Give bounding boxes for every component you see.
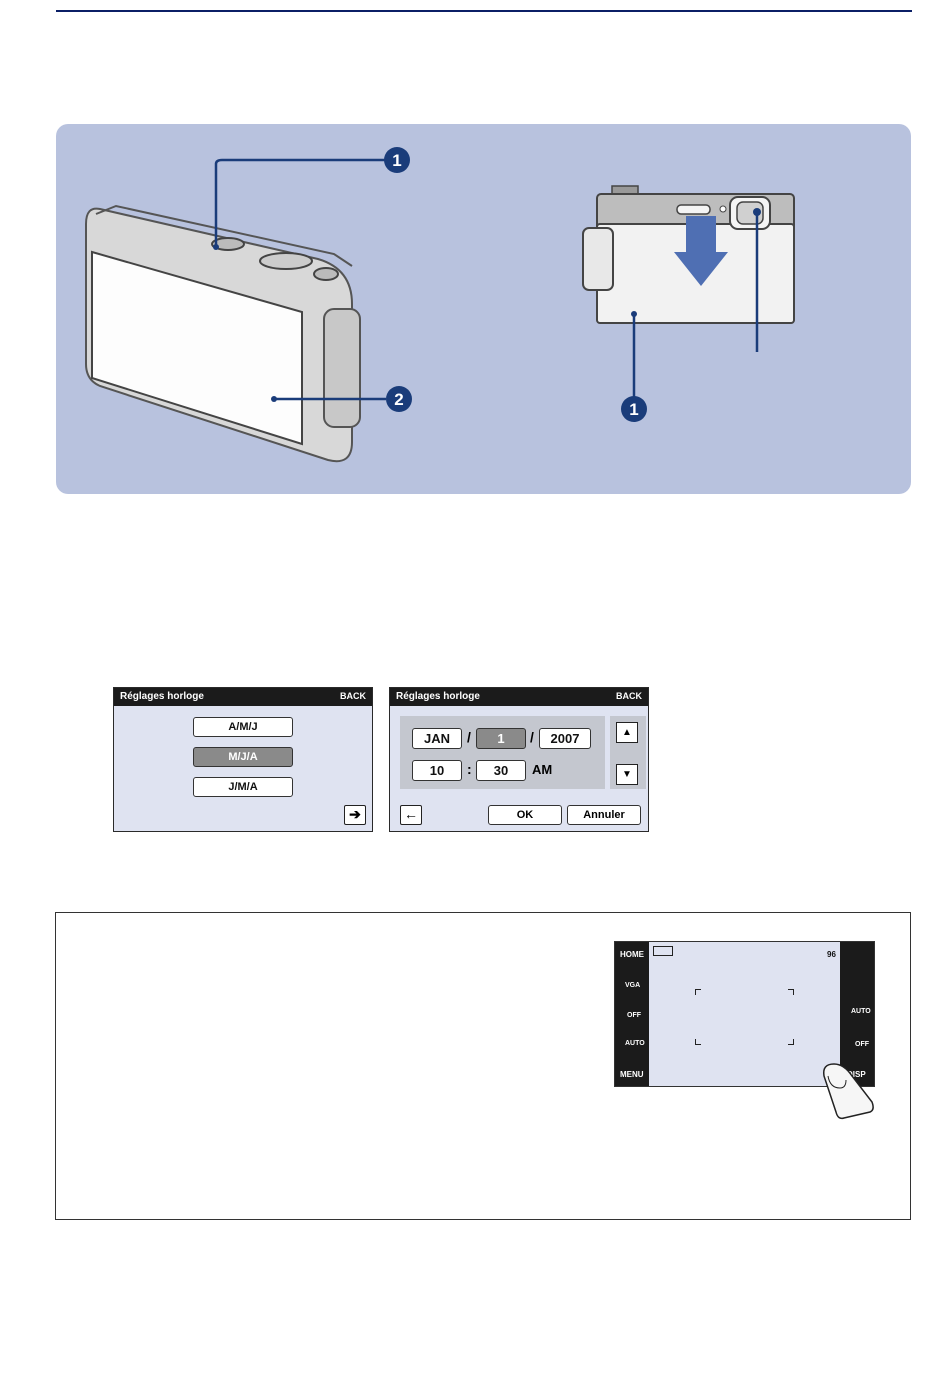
format-option-ymd[interactable]: A/M/J	[193, 717, 293, 737]
screen-title: Réglages horloge	[396, 691, 480, 702]
date-time-screen: Réglages horloge BACK JAN / 1 / 2007 10 …	[389, 687, 649, 832]
camera-front-view	[583, 186, 794, 323]
home-button[interactable]: HOME	[620, 950, 644, 959]
back-button[interactable]: BACK	[616, 691, 642, 701]
down-arrow-button[interactable]: ▼	[616, 764, 638, 785]
camera-back-view	[86, 206, 360, 461]
camera-illustration-panel: 1 2 1	[56, 124, 911, 494]
day-field[interactable]: 1	[476, 728, 526, 749]
hour-field[interactable]: 10	[412, 760, 462, 781]
up-arrow-button[interactable]: ▲	[616, 722, 638, 743]
remaining-shots: 96	[827, 950, 836, 959]
back-button[interactable]: BACK	[340, 691, 366, 701]
date-separator: /	[530, 729, 534, 745]
image-size-button[interactable]: VGA	[625, 982, 640, 989]
top-rule	[56, 10, 912, 12]
svg-text:2: 2	[394, 390, 403, 409]
date-separator: /	[467, 729, 471, 745]
scene-mode-button[interactable]: AUTO	[625, 1040, 645, 1047]
macro-button[interactable]: OFF	[855, 1041, 869, 1048]
camera-illustrations: 1 2 1	[56, 124, 911, 494]
svg-text:1: 1	[392, 151, 401, 170]
minute-field[interactable]: 30	[476, 760, 526, 781]
am-pm-indicator[interactable]: AM	[532, 762, 552, 777]
callout-badge-1-left: 1	[384, 147, 410, 173]
af-frame-top-right	[788, 989, 794, 995]
af-frame-bottom-right	[788, 1039, 794, 1045]
screen-header: Réglages horloge BACK	[390, 688, 648, 706]
callout-badge-1-right: 1	[621, 396, 647, 422]
ok-button[interactable]: OK	[488, 805, 562, 825]
af-frame-top-left	[695, 989, 701, 995]
battery-icon	[653, 946, 673, 956]
date-format-screen: Réglages horloge BACK A/M/J M/J/A J/M/A …	[113, 687, 373, 832]
next-arrow-button[interactable]: ➔	[344, 805, 366, 825]
time-separator: :	[467, 761, 472, 777]
svg-text:1: 1	[629, 400, 638, 419]
format-option-dmy[interactable]: J/M/A	[193, 777, 293, 797]
self-timer-button[interactable]: OFF	[627, 1012, 641, 1019]
screen-title: Réglages horloge	[120, 691, 204, 702]
callout-line-1-left	[213, 160, 386, 250]
year-field[interactable]: 2007	[539, 728, 591, 749]
format-option-mdy[interactable]: M/J/A	[193, 747, 293, 767]
callout-badge-2: 2	[386, 386, 412, 412]
finger-illustration	[820, 1062, 876, 1120]
menu-button[interactable]: MENU	[620, 1070, 644, 1079]
af-frame-bottom-left	[695, 1039, 701, 1045]
callout-line-1-right	[631, 311, 637, 402]
prev-arrow-button[interactable]: ←	[400, 805, 422, 825]
screen-header: Réglages horloge BACK	[114, 688, 372, 706]
month-field[interactable]: JAN	[412, 728, 462, 749]
cancel-button[interactable]: Annuler	[567, 805, 641, 825]
flash-mode-button[interactable]: AUTO	[851, 1008, 871, 1015]
